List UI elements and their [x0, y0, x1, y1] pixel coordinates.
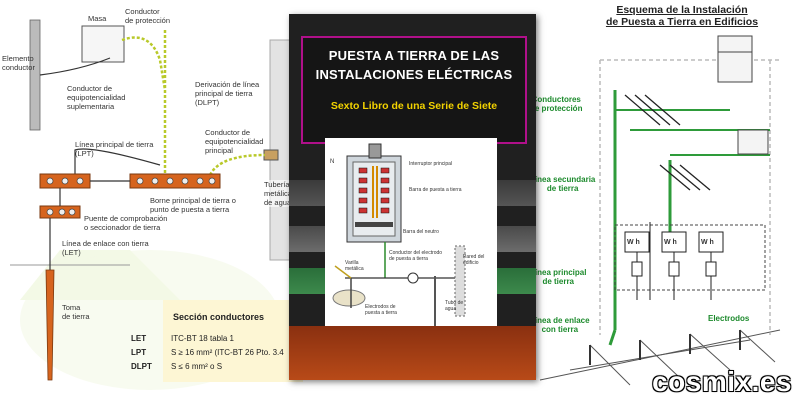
- label-linea-enlace: Línea de enlace con tierra: [530, 316, 590, 334]
- book-label-barra-puesta-tierra: Barra de puesta a tierra: [409, 187, 462, 193]
- right-building-grounding-diagram: Esquema de la Instalación de Puesta a Ti…: [530, 0, 800, 400]
- book-subtitle: Sexto Libro de una Serie de Siete: [330, 100, 498, 112]
- section-row-text: S ≥ 16 mm² (ITC-BT 26 Pto. 3.4: [171, 348, 284, 357]
- section-row-text: ITC-BT 18 tabla 1: [171, 334, 234, 343]
- label-conductor-equipotencialidad-suplementaria: Conductor de equipotencialidad suplement…: [67, 84, 126, 111]
- label-linea-secundaria: Línea secundaria de tierra: [530, 175, 596, 193]
- section-row-text: S ≤ 6 mm² o S: [171, 362, 223, 371]
- book-title-line1: PUESTA A TIERRA DE LAS: [328, 48, 500, 63]
- book-label-interruptor-principal: Interruptor principal: [409, 161, 453, 167]
- section-table-title: Sección conductores: [173, 312, 265, 322]
- book-label-electrodos: Electrodos de puesta a tierra: [365, 304, 397, 316]
- book-label-pared-edificio: Pared del edificio: [463, 254, 485, 266]
- label-conductores-proteccion: Conductores de protección: [530, 95, 583, 113]
- book-label-varilla-metalica: Varilla metálica: [345, 260, 364, 272]
- label-toma-tierra: Toma de tierra: [62, 303, 90, 321]
- book-cover-diagram: N Interruptor principal Barra de puesta …: [325, 138, 497, 326]
- section-row-code: LET: [131, 334, 147, 343]
- section-row-code: LPT: [131, 348, 147, 357]
- label-wh-meter: W h: [664, 239, 677, 246]
- book-label-barra-neutro: Barra del neutro: [403, 229, 439, 235]
- right-diagram-drawing: [539, 35, 781, 386]
- section-conductors-table: Sección conductores LET ITC-BT 18 tabla …: [131, 300, 303, 382]
- book-label-n: N: [330, 159, 335, 165]
- label-conductor-proteccion: Conductor de protección: [125, 7, 171, 25]
- label-conductor-equipotencialidad-principal: Conductor de equipotencialidad principal: [205, 128, 264, 155]
- label-electrodos: Electrodos: [708, 314, 750, 323]
- label-linea-enlace: Línea de enlace con tierra (LET): [62, 239, 149, 257]
- book-cover: PUESTA A TIERRA DE LAS INSTALACIONES ELÉ…: [289, 14, 536, 380]
- label-wh-meter: W h: [701, 239, 714, 246]
- label-tuberia-metalica: Tubería metálica de agua: [264, 180, 292, 207]
- book-label-conductor-electrodo: Conductor del electrodo de puesta a tier…: [389, 250, 443, 262]
- label-linea-principal-tierra: Línea principal de tierra (LPT): [75, 140, 154, 158]
- book-bottom-band: [289, 326, 536, 380]
- book-title-line2: INSTALACIONES ELÉCTRICAS: [315, 67, 513, 82]
- label-derivacion-linea-principal: Derivación de línea principal de tierra …: [195, 80, 260, 107]
- watermark-cosmix: cosmix.es: [652, 366, 792, 397]
- label-puente-comprobacion: Puente de comprobación o seccionador de …: [84, 214, 168, 232]
- book-label-tubo-agua: Tubo de agua: [445, 300, 464, 312]
- label-borne-principal: Borne principal de tierra o punto de pue…: [150, 196, 236, 214]
- label-linea-principal: Línea principal de tierra: [530, 268, 587, 286]
- book-title-box: PUESTA A TIERRA DE LAS INSTALACIONES ELÉ…: [301, 36, 527, 144]
- label-wh-meter: W h: [627, 239, 640, 246]
- label-masa: Masa: [88, 14, 107, 23]
- section-row-code: DLPT: [131, 362, 152, 371]
- left-grounding-diagram: Elemento conductor Masa Conductor de pro…: [0, 0, 303, 400]
- right-title-line2: de Puesta a Tierra en Edificios: [605, 16, 759, 28]
- book-diagram-drawing: [332, 143, 466, 326]
- label-elemento-conductor: Elemento conductor: [2, 54, 35, 72]
- right-title-line1: Esquema de la Instalación: [616, 4, 748, 16]
- right-title: Esquema de la Instalación de Puesta a Ti…: [592, 4, 772, 28]
